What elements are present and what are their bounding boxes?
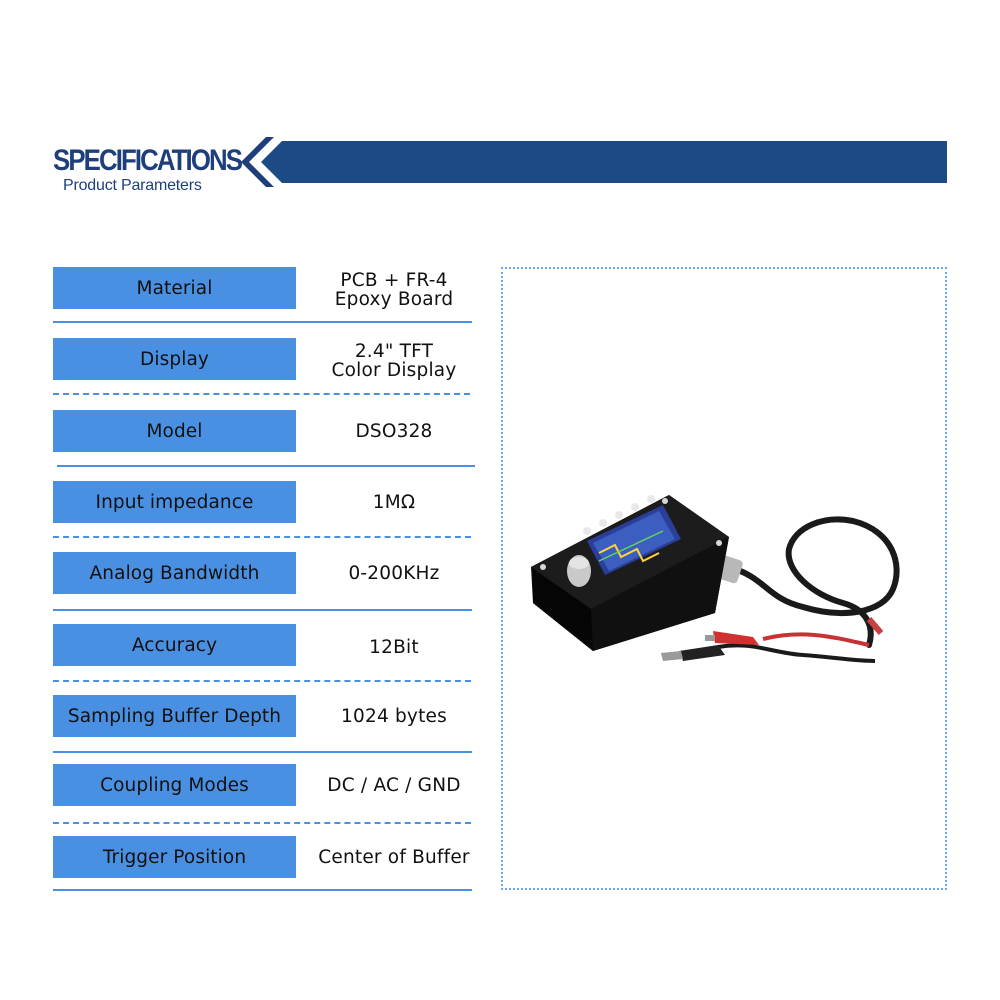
spec-value-line: PCB + FR-4 <box>340 270 448 291</box>
spec-label-accuracy: Accuracy <box>53 624 296 666</box>
black-clip <box>661 645 725 661</box>
black-lead <box>717 643 876 663</box>
spec-label-trigger-position: Trigger Position <box>53 836 296 878</box>
row-divider <box>53 822 471 824</box>
spec-label-material: Material <box>53 267 296 309</box>
probe-cable <box>732 516 900 648</box>
red-clip <box>705 631 759 645</box>
oscilloscope-kit-photo <box>531 495 900 663</box>
spec-label-analog-bandwidth: Analog Bandwidth <box>53 552 296 594</box>
spec-value-line: 2.4" TFT <box>354 341 434 362</box>
button <box>631 503 639 511</box>
spec-value-trigger-position: Center of Buffer <box>318 847 470 868</box>
spec-label-input-impedance: Input impedance <box>53 481 296 523</box>
row-divider <box>53 751 472 753</box>
spec-value-model: DSO328 <box>355 421 433 442</box>
oscilloscope-case <box>531 495 729 651</box>
spec-label-coupling-modes: Coupling Modes <box>53 764 296 806</box>
spec-label-display: Display <box>53 338 296 380</box>
spec-value-line: Color Display <box>331 360 457 381</box>
button <box>583 527 591 535</box>
page-subtitle: Product Parameters <box>63 177 202 194</box>
spec-value-display: 2.4" TFT Color Display <box>304 342 484 380</box>
header-banner <box>241 137 947 187</box>
spec-value-input-impedance: 1MΩ <box>372 492 416 513</box>
spec-value-accuracy: 12Bit <box>369 637 419 658</box>
row-divider <box>53 321 472 323</box>
row-divider <box>53 889 472 891</box>
button <box>615 511 623 519</box>
spec-label-model: Model <box>53 410 296 452</box>
row-divider <box>57 465 475 467</box>
spec-value-line: Epoxy Board <box>334 289 454 310</box>
spec-value-coupling-modes: DC / AC / GND <box>327 775 461 796</box>
header-band <box>261 141 947 183</box>
page-title: SPECIFICATIONS <box>53 144 243 177</box>
button <box>647 495 655 503</box>
spec-value-sampling-buffer-depth: 1024 bytes <box>341 706 447 727</box>
red-lead <box>762 632 870 647</box>
spec-value-material: PCB + FR-4 Epoxy Board <box>304 271 484 309</box>
row-divider <box>53 609 472 611</box>
spec-value-analog-bandwidth: 0-200KHz <box>348 563 440 584</box>
row-divider <box>53 680 471 682</box>
row-divider <box>53 536 471 538</box>
probe-tip <box>866 617 884 635</box>
spec-label-sampling-buffer-depth: Sampling Buffer Depth <box>53 695 296 737</box>
chevron-left-icon <box>241 137 274 187</box>
row-divider <box>53 393 470 395</box>
product-image-frame <box>501 267 947 890</box>
button <box>599 519 607 527</box>
